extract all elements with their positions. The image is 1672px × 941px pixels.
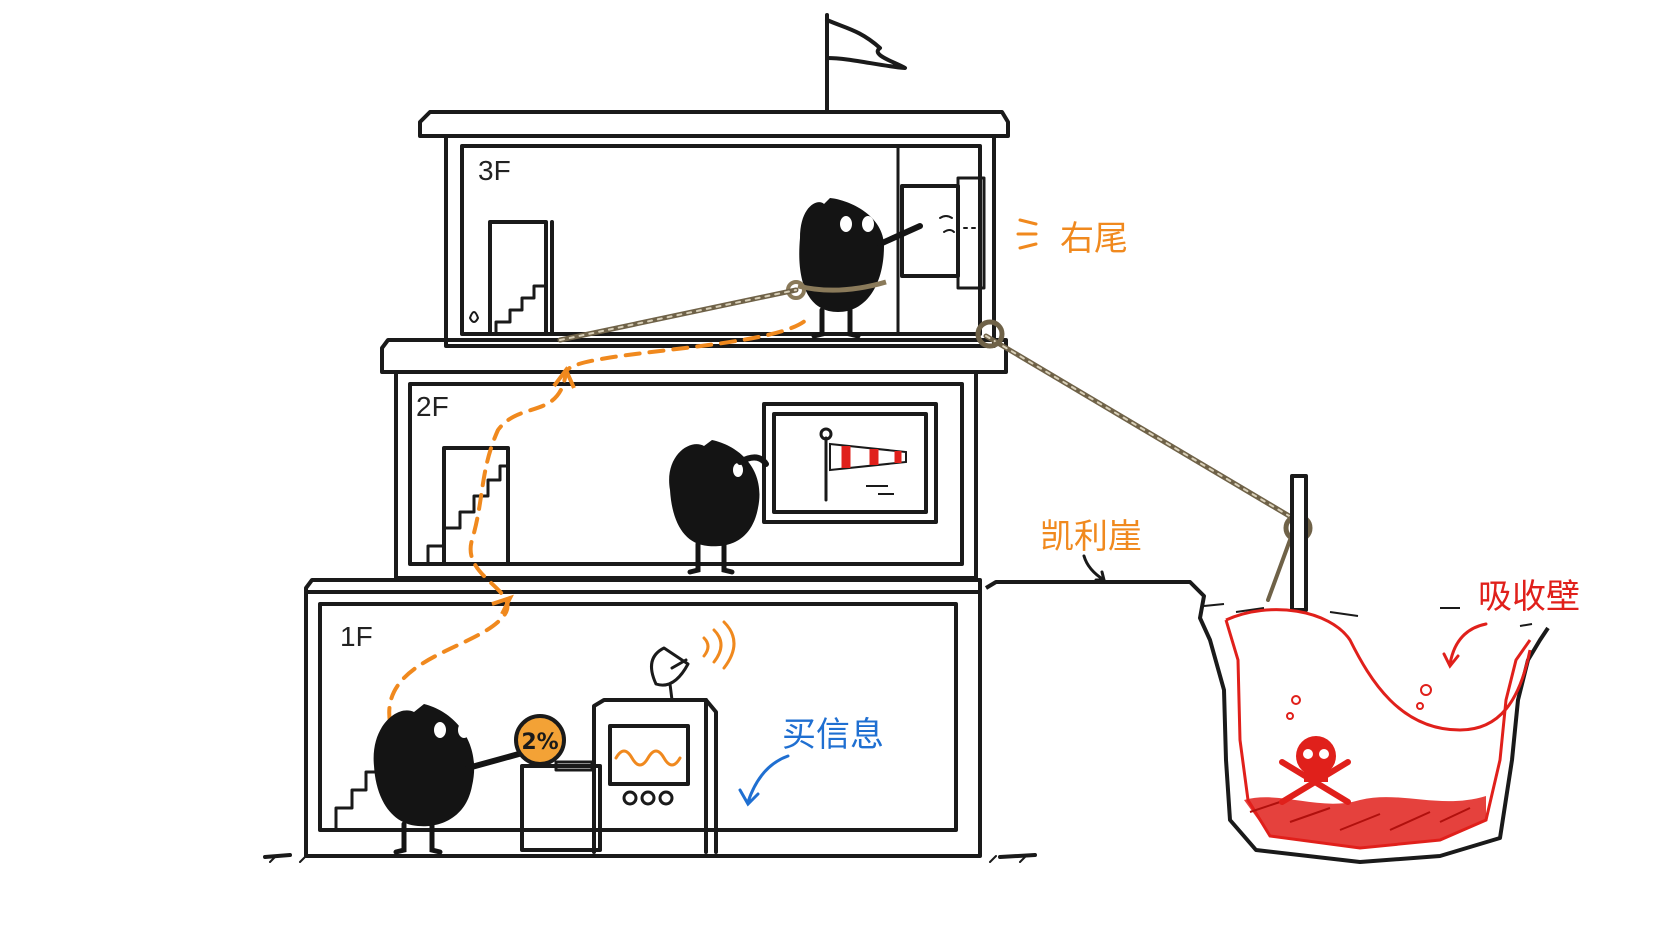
absorbing-wall-annotation: 吸收壁 (1442, 577, 1580, 669)
climb-path (387, 316, 810, 724)
character-2f (669, 440, 769, 575)
ground-house (263, 853, 1037, 859)
floor-3-inner (460, 144, 982, 336)
right-tail-mark (1016, 218, 1038, 250)
right-tail-label: 右尾 (1060, 219, 1128, 259)
slab-3-2 (380, 338, 1008, 374)
building (263, 13, 1037, 863)
absorbing-wall-arrow (1442, 622, 1488, 669)
character-1f (373, 704, 529, 855)
rope-knot-building (975, 319, 1005, 349)
rope (557, 287, 1313, 602)
machine (592, 698, 718, 854)
floor-1-inner (318, 602, 958, 832)
machine-button-3 (658, 790, 674, 806)
machine-button-2 (640, 790, 656, 806)
screen-wave (614, 749, 682, 767)
roof (418, 110, 1010, 138)
floor-2-stairs (426, 464, 510, 566)
anchor-post (1290, 474, 1308, 612)
signal-waves-icon (702, 620, 736, 670)
climb-arrow-2 (552, 366, 576, 389)
floor-3-stairs (494, 284, 548, 336)
satellite-dish-icon (650, 646, 690, 702)
floor-3-outer (444, 134, 996, 348)
floor-3-door (488, 220, 548, 336)
coin (514, 714, 566, 766)
buy-info-arrow (738, 754, 790, 807)
right-tail-annotation: 右尾 (1016, 218, 1128, 259)
machine-button-1 (622, 790, 638, 806)
floor-label-3f: 3F (478, 155, 511, 186)
buy-info-annotation: 买信息 (738, 715, 884, 807)
buy-info-label: 买信息 (782, 715, 884, 755)
cliff-edge (984, 580, 1550, 864)
character-3f (786, 198, 923, 339)
coin-label: 2% (521, 730, 558, 755)
floor-1-outer (304, 590, 982, 858)
machine-screen (608, 724, 690, 786)
kelly-cliff-annotation: 凯利崖 (1040, 517, 1142, 582)
floor-2-window (772, 412, 928, 514)
kelly-cliff-arrow (1082, 554, 1106, 582)
pit-surface (1225, 608, 1532, 732)
floor-label-1f: 1F (340, 621, 373, 652)
windsock-icon (829, 442, 907, 495)
floor-2-stairwell (442, 446, 510, 566)
absorbing-pit (1224, 608, 1532, 850)
floor-label-2f: 2F (416, 391, 449, 422)
skull-icon (1279, 736, 1351, 805)
flag-icon (825, 18, 907, 70)
floor-2-inner (408, 382, 964, 566)
absorbing-wall-label: 吸收壁 (1478, 577, 1580, 617)
climb-arrow-1 (491, 594, 514, 615)
cliff (984, 474, 1550, 864)
kelly-cliff-label: 凯利崖 (1040, 517, 1142, 557)
desk (520, 764, 602, 852)
